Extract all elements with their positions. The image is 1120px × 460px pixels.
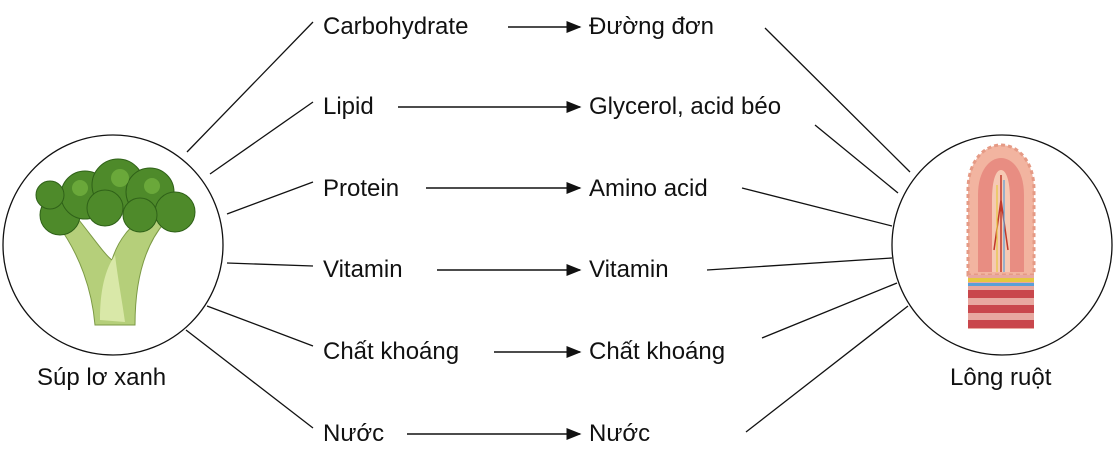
villus-circle	[891, 134, 1113, 356]
nutrient-mineral: Chất khoáng	[323, 338, 460, 365]
product-water: Nước	[589, 420, 651, 447]
right-label: Lông ruột	[950, 364, 1052, 391]
broccoli-circle	[2, 134, 224, 356]
broccoli-icon	[35, 158, 196, 326]
nutrient-protein: Protein	[323, 175, 400, 202]
nutrient-lipid: Lipid	[323, 93, 374, 120]
left-connectors	[185, 21, 314, 429]
product-glycerol-fatty-acid: Glycerol, acid béo	[589, 93, 782, 120]
right-connectors	[706, 27, 911, 433]
product-simple-sugar: Đường đơn	[589, 13, 714, 40]
left-label: Súp lơ xanh	[37, 364, 167, 391]
product-mineral: Chất khoáng	[589, 338, 726, 365]
nutrient-vitamin: Vitamin	[323, 256, 403, 283]
nutrient-water: Nước	[323, 420, 385, 447]
product-amino-acid: Amino acid	[589, 175, 708, 202]
intestinal-villus-icon	[966, 143, 1036, 329]
product-vitamin: Vitamin	[589, 256, 669, 283]
nutrient-carbohydrate: Carbohydrate	[323, 13, 469, 40]
